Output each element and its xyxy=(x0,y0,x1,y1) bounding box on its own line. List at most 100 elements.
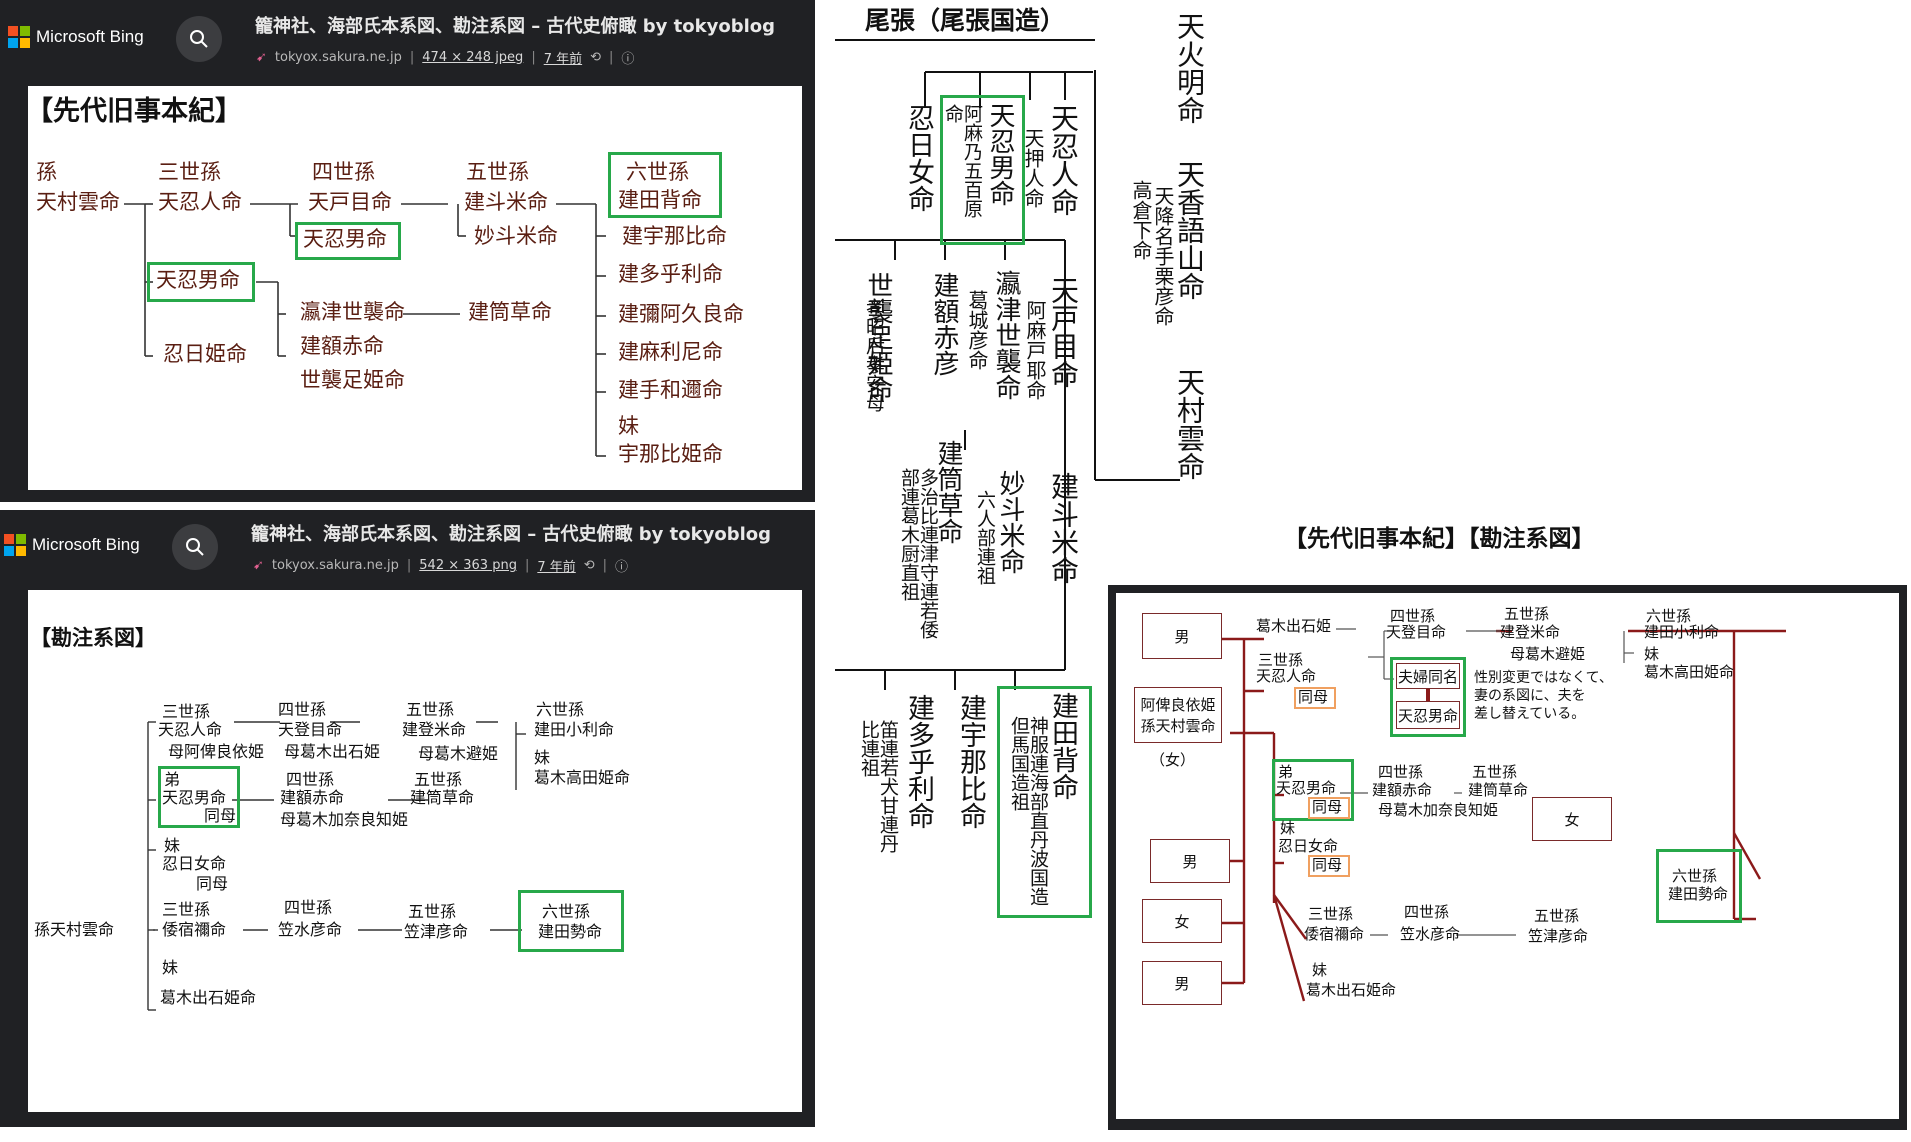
person: 建田小利命 xyxy=(1644,623,1720,641)
person: 天忍男命 xyxy=(156,268,240,292)
label: 六世孫 xyxy=(1646,607,1692,625)
label: 四世孫 xyxy=(1404,903,1450,921)
label: 五世孫 xyxy=(466,160,529,184)
node-box: 女 xyxy=(1142,899,1222,943)
heading-combined: 【先代旧事本紀】【勘注系図】 xyxy=(1284,526,1595,552)
person: 建田勢命 xyxy=(538,922,603,941)
person: 天押人命 xyxy=(1021,128,1045,208)
mother: 母葛木避姫 xyxy=(1510,645,1586,663)
label: 弟 xyxy=(164,770,181,789)
person: 建筒草命 xyxy=(410,788,475,807)
person: 建額赤命 xyxy=(280,788,345,807)
mother: 母阿俾良依姫 xyxy=(168,742,265,761)
person: 笠水彦命 xyxy=(278,920,343,939)
combined-diagram-frame: 男 阿俾良依姫 孫天村雲命 （女） 男 女 男 女 葛木出石姫 三世孫 天忍人命… xyxy=(1108,585,1907,1130)
person: 建田背命 xyxy=(1047,692,1078,800)
result-title[interactable]: 籠神社、海部氏本系図、勘注系図 – 古代史俯瞰 by tokyoblog xyxy=(251,524,772,545)
result-title[interactable]: 籠神社、海部氏本系図、勘注系図 – 古代史俯瞰 by tokyoblog xyxy=(255,16,776,37)
person: 葛木出石姫命 xyxy=(160,988,257,1007)
highlight-box xyxy=(147,262,255,302)
label: 孫 xyxy=(36,160,57,184)
result-age[interactable]: 7 年前 xyxy=(543,52,583,67)
bing-brand: Microsoft Bing xyxy=(32,535,140,554)
person: 天忍人命 xyxy=(1256,667,1317,685)
label: 四世孫 xyxy=(1390,607,1436,625)
person: 建登米命 xyxy=(1500,623,1561,641)
label: 四世孫 xyxy=(1378,763,1424,781)
person: 葛城彦命 xyxy=(965,290,989,370)
label: 妹 xyxy=(534,748,551,767)
person: 天村雲命 xyxy=(36,190,120,214)
person: 世襲足姫命 xyxy=(863,272,893,402)
label: 四世孫 xyxy=(312,160,375,184)
bing-panel-top: Microsoft Bing 籠神社、海部氏本系図、勘注系図 – 古代史俯瞰 b… xyxy=(0,0,815,502)
person: 忍日女命 xyxy=(162,854,227,873)
mother: 母葛木加奈良知姫 xyxy=(1378,801,1499,819)
scan-owari-genealogy: 尾張（尾張国造） 天火明命 天香語山命 天村雲命 高倉下命 天降名手栗彦命 天忍… xyxy=(835,0,1225,930)
label: 妹 xyxy=(618,414,639,438)
label: 四世孫 xyxy=(286,770,335,789)
search-button[interactable] xyxy=(172,524,218,570)
label: 五世孫 xyxy=(1472,763,1518,781)
person-note: 神服連海部直丹波国造但馬国造祖 xyxy=(1008,716,1049,906)
label: 五世孫 xyxy=(1534,907,1580,925)
mother: 母葛木出石姫 xyxy=(284,742,381,761)
person: 笠水彦命 xyxy=(1400,925,1461,943)
person: 妙斗米命 xyxy=(995,470,1025,574)
label: 弟 xyxy=(1278,763,1294,781)
person: 建田勢命 xyxy=(1668,885,1729,903)
result-domain[interactable]: tokyox.sakura.ne.jp xyxy=(271,558,399,573)
same-mother: 同母 xyxy=(1312,798,1343,816)
combined-diagram-card: 男 阿俾良依姫 孫天村雲命 （女） 男 女 男 女 葛木出石姫 三世孫 天忍人命… xyxy=(1116,593,1899,1119)
highlight-box xyxy=(608,152,722,218)
label: 三世孫 xyxy=(158,160,221,184)
label: 三世孫 xyxy=(1308,905,1354,923)
history-icon: ⟲ xyxy=(583,558,595,573)
result-age[interactable]: 7 年前 xyxy=(537,560,576,575)
bing-panel-bottom: Microsoft Bing 籠神社、海部氏本系図、勘注系図 – 古代史俯瞰 b… xyxy=(0,510,815,1127)
person: 笠津彦命 xyxy=(404,922,469,941)
person: 建麻利尼命 xyxy=(618,340,723,364)
bing-logo[interactable]: Microsoft Bing xyxy=(8,26,144,48)
highlight-box xyxy=(518,890,624,952)
search-icon xyxy=(190,30,208,48)
person-note: 多治比連津守連若倭部連葛木厨直祖 xyxy=(898,468,939,639)
person: 建宇那比命 xyxy=(622,224,727,248)
person: 天忍人命 xyxy=(158,720,223,739)
person: 阿麻戸耶命 xyxy=(1023,300,1047,400)
info-icon[interactable]: ⓘ xyxy=(621,52,635,67)
label: 六世孫 xyxy=(1672,867,1718,885)
person: 天忍人命 xyxy=(1047,104,1080,216)
person: 建額赤彦 xyxy=(929,272,959,376)
result-meta: ➹ tokyox.sakura.ne.jp | 542 × 363 png | … xyxy=(253,558,629,575)
person: 天火明命 xyxy=(1173,12,1206,124)
person: 天忍男命 xyxy=(162,788,227,807)
person: 建多乎利命 xyxy=(618,262,723,286)
person: 建手和邇命 xyxy=(618,378,723,402)
image-size[interactable]: 474 × 248 jpeg xyxy=(422,50,524,65)
person: 孫天村雲命 xyxy=(34,920,115,939)
image-size[interactable]: 542 × 363 png xyxy=(419,558,517,573)
person: 建額赤命 xyxy=(1372,781,1433,799)
same-mother: 同母 xyxy=(204,806,237,825)
couple-name-box: 夫婦同名 xyxy=(1396,663,1460,689)
person: 建斗米命 xyxy=(464,190,548,214)
search-button[interactable] xyxy=(176,16,222,62)
person: 忍日姫命 xyxy=(163,342,247,366)
person: 笠津彦命 xyxy=(1528,927,1589,945)
person: 葛木出石姫 xyxy=(1256,617,1332,635)
person: 阿俾良依姫 xyxy=(1140,696,1216,714)
person-note: 孝昭后孝安母 xyxy=(863,298,885,412)
swap-note: 性別変更ではなくて、 xyxy=(1474,670,1613,686)
person: 天忍男命 xyxy=(985,102,1015,206)
result-domain[interactable]: tokyox.sakura.ne.jp xyxy=(274,50,402,65)
label: 妹 xyxy=(162,958,179,977)
person: 天香語山命 xyxy=(1173,160,1206,300)
info-icon[interactable]: ⓘ xyxy=(615,560,629,575)
person: 天忍人命 xyxy=(158,190,242,214)
bing-logo[interactable]: Microsoft Bing xyxy=(4,534,140,556)
person: 忍日女命 xyxy=(1278,837,1339,855)
microsoft-logo-icon xyxy=(4,534,26,556)
person: 天戸目命 xyxy=(308,190,392,214)
node-box: 男 xyxy=(1142,961,1222,1005)
